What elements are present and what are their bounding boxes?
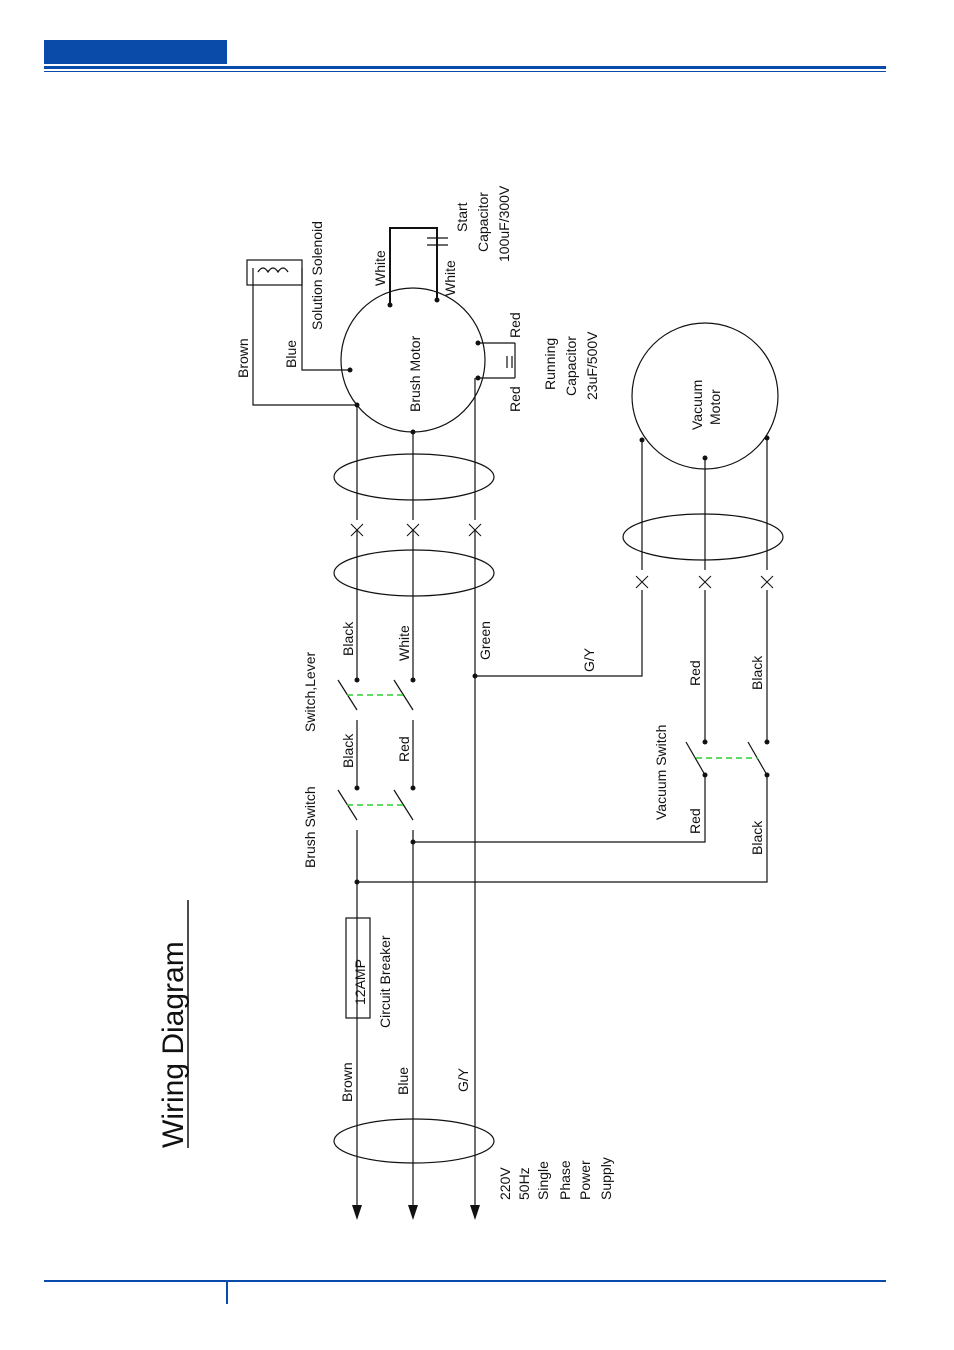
label-black-mid: Black [340,733,356,768]
wire-white-startcap [389,227,438,305]
node [354,879,360,885]
node [347,367,353,373]
node [702,772,708,778]
circuit-breaker [345,917,371,1019]
header-rule [44,66,886,69]
footer-divider [226,1282,228,1304]
vacuum-motor-label-2: Motor [707,389,723,425]
start-capacitor [427,237,448,246]
node [475,340,481,346]
node [475,375,481,381]
footer-rule [44,1280,886,1282]
node [354,402,360,408]
run-cap-line-2: Capacitor [563,336,579,396]
wire-red-to-vacuum [413,775,706,843]
node [764,739,770,745]
node [354,785,360,791]
supply-line-4: Phase [557,1160,573,1200]
run-cap-line-3: 23uF/500V [584,331,600,400]
lever-switch-white [393,679,414,711]
vacuum-switch-label: Vacuum Switch [653,725,669,820]
breaker-rating: 12AMP [352,959,368,1005]
label-blue-solenoid: Blue [283,340,299,368]
connector-green [468,523,482,537]
solenoid-label: Solution Solenoid [309,221,325,330]
supply-line-6: Supply [598,1157,614,1200]
connector-gy [635,575,649,589]
node [410,785,416,791]
running-capacitor [506,356,513,368]
label-white-startcap: White [442,260,458,296]
label-red-runcap-top: Red [507,312,523,338]
label-black-vacuum: Black [749,655,765,690]
node [639,437,645,443]
wire-gy-to-vacuum [475,590,643,677]
diagram-title: Wiring Diagram [157,941,190,1148]
solenoid-coil [257,267,289,274]
label-black-lower: Black [749,820,765,855]
node [764,435,770,441]
node [410,839,416,845]
arrow-gy [470,1205,480,1220]
switch-lever-label: Switch,Lever [302,652,318,732]
node [354,677,360,683]
wire-brown-solenoid [252,268,357,406]
brush-switch-blue [393,789,414,821]
label-red-runcap-bottom: Red [507,386,523,412]
connector-vac-black [760,575,774,589]
vacuum-motor [631,322,779,470]
connector-red [698,575,712,589]
label-gy-vacuum: G/Y [581,647,597,672]
label-brown-supply: Brown [339,1062,355,1102]
wire-black-to-vacuum [357,775,768,883]
wire-red-runcap [478,342,516,379]
supply-line-5: Power [577,1160,593,1200]
node [410,677,416,683]
node [434,297,440,303]
label-red-mid: Red [396,736,412,762]
connector-black [350,523,364,537]
label-green-upper: Green [477,621,493,660]
label-white-upper: White [396,625,412,661]
solenoid-box [246,259,303,286]
brush-bundle-upper [333,453,495,501]
run-cap-line-1: Running [542,338,558,390]
node [410,429,416,435]
arrow-brown [352,1205,362,1220]
vacuum-bundle [622,513,784,561]
label-brown-solenoid: Brown [235,338,251,378]
supply-bundle [333,1118,495,1164]
label-red-vacuum: Red [687,660,703,686]
header-tab [44,40,227,64]
node [764,772,770,778]
start-cap-line-1: Start [454,202,470,232]
label-white-motor: White [372,250,388,286]
node [472,673,478,679]
node [702,455,708,461]
arrow-blue [408,1205,418,1220]
node [387,302,393,308]
wire-blue-solenoid [301,268,350,371]
vacuum-switch-red [685,741,706,776]
brush-bundle-lower [333,549,495,597]
connector-white [406,523,420,537]
header-rule-thin [44,71,886,72]
label-red-lower: Red [687,808,703,834]
label-blue-supply: Blue [395,1067,411,1095]
start-cap-line-2: Capacitor [475,192,491,252]
brush-switch-label: Brush Switch [302,786,318,868]
vacuum-motor-label-1: Vacuum [689,380,705,430]
node [702,739,708,745]
supply-line-3: Single [535,1161,551,1200]
start-cap-line-3: 100uF/300V [496,185,512,262]
label-gy-supply: G/Y [455,1067,471,1092]
label-black-upper: Black [340,621,356,656]
wire-brush-leads [356,378,476,520]
supply-line-2: 50Hz [516,1167,532,1200]
brush-motor-label: Brush Motor [407,335,423,412]
supply-line-1: 220V [497,1167,513,1200]
breaker-label: Circuit Breaker [377,935,393,1028]
